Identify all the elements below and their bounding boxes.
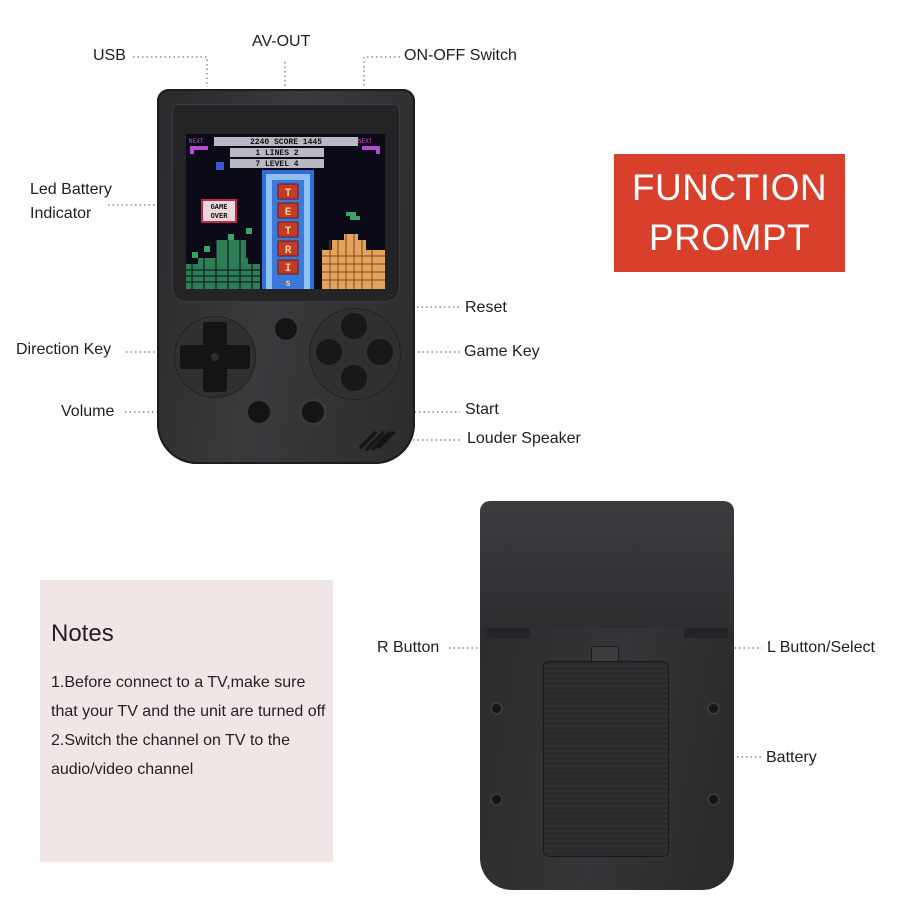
function-prompt-badge: FUNCTION PROMPT [614,154,845,272]
av-out-label: AV-OUT [252,33,311,50]
r-button-label: R Button [377,639,440,656]
next-right-text: NEXT [358,138,373,145]
battery-cover[interactable] [543,661,669,857]
logo-letter-4: R [285,245,292,257]
lines-row-text: 1 LINES 2 [255,149,298,158]
led-indicator-label: Indicator [30,205,92,222]
l-button-select-label: L Button/Select [767,639,875,656]
direction-key-label: Direction Key [16,341,112,358]
screw-bottom-left [492,795,501,804]
usb-label: USB [93,47,126,64]
notes-line-2: 2.Switch the channel on TV to the audio/… [51,732,290,778]
notes-panel: Notes 1.Before connect to a TV,make sure… [40,580,333,862]
screen-bezel: NEXT NEXT 2240 SCORE 1445 1 LINES 2 7 LE… [172,104,400,302]
volume-button[interactable] [248,401,270,423]
screw-top-right [709,704,718,713]
screw-bottom-right [709,795,718,804]
game-over-line-2: OVER [211,213,229,221]
score-row-text: 2240 SCORE 1445 [250,138,322,147]
notes-title: Notes [51,620,114,647]
game-key-b[interactable] [341,365,367,391]
direction-key[interactable] [180,322,250,392]
dpad-center [211,353,219,361]
game-screen: NEXT NEXT 2240 SCORE 1445 1 LINES 2 7 LE… [186,134,385,289]
speaker-grille [359,431,395,451]
game-key-x[interactable] [341,313,367,339]
game-key-label: Game Key [464,343,540,360]
battery-label: Battery [766,749,817,766]
r-button[interactable] [486,628,530,638]
logo-letter-1: T [285,188,292,200]
logo-letter-5: I [285,263,292,275]
badge-line-2: PROMPT [648,217,811,258]
notes-line-1: 1.Before connect to a TV,make sure that … [51,674,326,720]
led-battery-label: Led Battery [30,181,112,198]
badge-line-1: FUNCTION [631,167,828,208]
console-front: NEXT NEXT 2240 SCORE 1445 1 LINES 2 7 LE… [157,89,415,464]
reset-button[interactable] [275,318,297,340]
game-key-y[interactable] [316,339,342,365]
console-back-upper [480,501,734,631]
logo-letter-2: E [285,207,292,219]
logo-letter-3: T [285,226,292,238]
logo-letter-6: S [286,280,291,289]
level-row-text: 7 LEVEL 4 [255,160,298,169]
on-off-switch-label: ON-OFF Switch [404,47,517,64]
game-over-line-1: GAME [211,204,228,212]
louder-speaker-label: Louder Speaker [467,430,581,447]
volume-label: Volume [61,403,115,420]
start-button[interactable] [302,401,324,423]
l-button-select[interactable] [684,628,728,638]
next-left-text: NEXT [189,138,204,145]
game-key-a[interactable] [367,339,393,365]
screw-top-left [492,704,501,713]
tetris-scene: NEXT NEXT 2240 SCORE 1445 1 LINES 2 7 LE… [186,134,385,289]
reset-label: Reset [465,299,507,316]
start-label: Start [465,401,499,418]
